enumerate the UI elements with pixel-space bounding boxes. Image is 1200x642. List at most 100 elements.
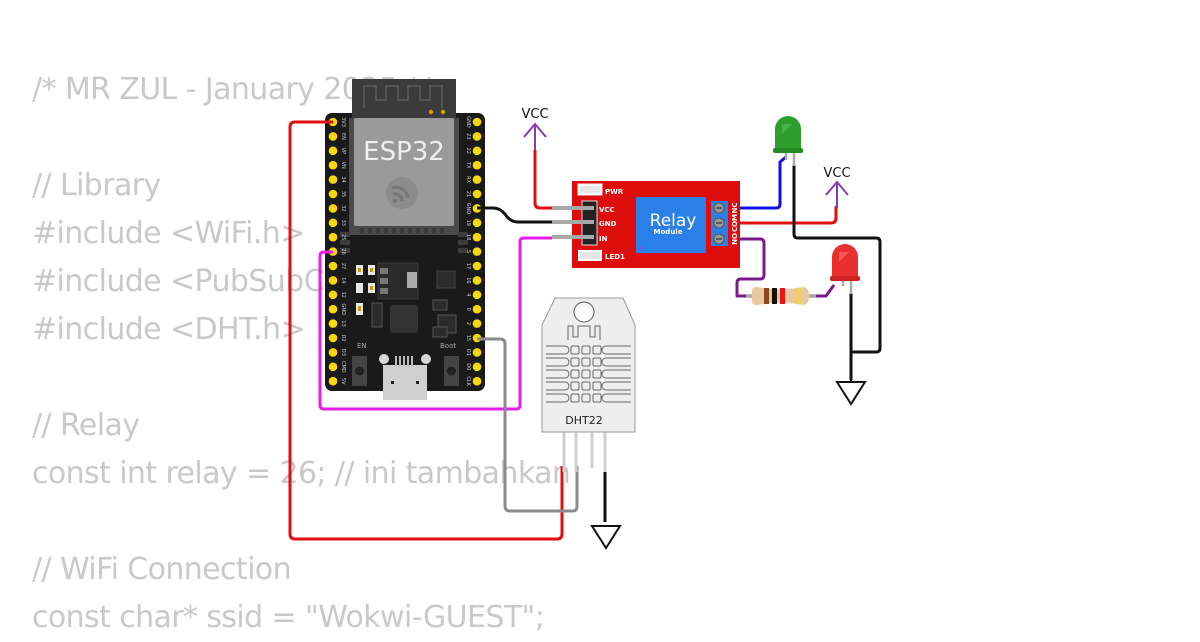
esp32-pin-label: 17: [465, 263, 471, 269]
esp32-pin-label: 21: [465, 191, 471, 197]
esp32-pin-label: 18: [465, 234, 471, 240]
module-pads: [340, 228, 468, 253]
esp32-pin-label: 15: [465, 335, 471, 341]
esp32-pin-label: D2: [340, 334, 346, 341]
esp32-pin-33[interactable]: [328, 218, 338, 228]
esp32-pin-17[interactable]: [472, 261, 482, 271]
esp32-pin-en[interactable]: [328, 132, 338, 141]
esp32-pin-label: 12: [340, 292, 346, 298]
dht22-sensor[interactable]: DHT22: [541, 297, 636, 472]
wire-relay-vcc[interactable]: [533, 150, 552, 210]
resistor[interactable]: [746, 287, 816, 305]
ground-symbol-icon: [590, 525, 622, 550]
esp32-pin-23[interactable]: [472, 132, 482, 141]
esp32-pin-25[interactable]: [328, 232, 338, 242]
wire-gpio15-dht-data[interactable]: [477, 337, 579, 513]
relay-terminal-label: NC: [731, 203, 739, 214]
esp32-pin-d0[interactable]: [472, 362, 482, 372]
esp32-pin-clk[interactable]: [472, 376, 482, 386]
esp32-pin-gnd[interactable]: [328, 304, 338, 314]
esp32-pin-34[interactable]: [328, 175, 338, 184]
wire-3v3-dht-vcc[interactable]: [288, 120, 564, 541]
vcc-label: VCC: [521, 107, 548, 122]
wire-resistor-red-led[interactable]: [808, 284, 836, 298]
relay-module[interactable]: PWR LED1 VCC GND IN Relay Module NC COM …: [552, 181, 740, 268]
code-line: const char* ssid = "Wokwi-GUEST";: [32, 600, 545, 635]
boot-button-label: Boot: [440, 342, 456, 350]
esp32-pin-5[interactable]: [472, 247, 482, 256]
esp32-pin-label: 14: [340, 277, 346, 283]
esp32-pin-16[interactable]: [472, 276, 482, 285]
esp32-pin-d1[interactable]: [472, 348, 482, 357]
en-button-label: EN: [357, 342, 367, 350]
wire-no-resistor[interactable]: [720, 237, 766, 298]
esp32-pin-12[interactable]: [328, 290, 338, 300]
code-editor-background: /* MR ZUL - January 2025 */// Library#in…: [32, 66, 571, 642]
wire-com-vcc[interactable]: [720, 206, 838, 225]
red-led[interactable]: [830, 244, 860, 294]
wire-gnd-relay-gnd[interactable]: [477, 206, 552, 224]
esp32-pin-label: 22: [465, 148, 471, 154]
wire-nc-green-led[interactable]: [720, 155, 787, 210]
esp32-pin-22[interactable]: [472, 146, 482, 156]
esp32-pin-label: GND: [465, 116, 471, 128]
vcc-arrow-icon: [825, 180, 849, 208]
code-line: #include <DHT.h>: [32, 312, 306, 347]
esp32-pin-19[interactable]: [472, 218, 482, 228]
esp32-pin-35[interactable]: [328, 189, 338, 199]
esp32-pin-label: 34: [340, 176, 346, 182]
relay-pin-gnd[interactable]: [552, 220, 594, 224]
esp32-shield: [354, 118, 454, 226]
esp32-pin-gnd[interactable]: [472, 117, 482, 127]
antenna-trace: [363, 85, 443, 108]
relay-pin-vcc[interactable]: [552, 206, 594, 210]
esp32-antenna: [352, 79, 456, 119]
esp32-pin-vp[interactable]: [328, 146, 338, 156]
esp32-pin-label: D1: [465, 349, 471, 356]
en-button[interactable]: [352, 356, 367, 386]
esp32-pin-21[interactable]: [472, 189, 482, 199]
esp32-pin-4[interactable]: [472, 290, 482, 300]
esp32-pin-27[interactable]: [328, 261, 338, 271]
vcc-symbol-1: VCC: [521, 107, 549, 150]
esp32-pin-label: 27: [340, 263, 346, 269]
relay-body: [636, 197, 706, 253]
esp32-pin-0[interactable]: [472, 304, 482, 314]
esp32-pin-cmd[interactable]: [328, 362, 338, 372]
esp32-pin-d3[interactable]: [328, 348, 338, 357]
esp32-pin-label: D3: [340, 349, 346, 356]
resistor-band: [772, 288, 777, 304]
relay-pin-in[interactable]: [552, 235, 594, 239]
esp32-pin-5v[interactable]: [328, 376, 338, 386]
esp32-pin-2[interactable]: [472, 319, 482, 328]
relay-pin-label: VCC: [599, 206, 615, 214]
esp32-pin-label: 5: [465, 250, 471, 253]
esp32-pin-label: GND: [465, 203, 471, 215]
esp32-pin-13[interactable]: [328, 319, 338, 328]
boot-button[interactable]: [444, 356, 459, 386]
resistor-band: [764, 288, 769, 304]
esp32-pin-18[interactable]: [472, 232, 482, 242]
relay-title: Relay: [650, 211, 697, 231]
esp32-pin-label: 2: [465, 322, 471, 325]
esp32-board[interactable]: ESP32 EN Boot: [325, 79, 485, 400]
wire-green-led-gnd[interactable]: [792, 165, 882, 354]
relay-pin-label: IN: [599, 235, 608, 243]
esp32-pin-32[interactable]: [328, 204, 338, 213]
resistor-band: [780, 288, 785, 304]
esp32-pin-label: 33: [340, 220, 346, 226]
esp32-pin-rx[interactable]: [472, 175, 482, 184]
esp32-pin-14[interactable]: [328, 276, 338, 285]
esp32-pin-label: 0: [465, 308, 471, 311]
esp32-pin-label: 13: [340, 320, 346, 326]
esp32-pin-vn[interactable]: [328, 160, 338, 170]
code-line: const int relay = 26; // ini tambahkan: [32, 456, 571, 491]
esp32-pin-label: D0: [465, 363, 471, 370]
usb-chip: [390, 305, 418, 333]
relay-subtitle: Module: [654, 228, 683, 236]
wire-gpio26-relay-in[interactable]: [318, 236, 552, 411]
esp32-pin-label: EN: [340, 133, 346, 140]
green-led[interactable]: [773, 116, 803, 166]
esp32-pin-d2[interactable]: [328, 333, 338, 343]
esp32-pin-tx[interactable]: [472, 160, 482, 170]
